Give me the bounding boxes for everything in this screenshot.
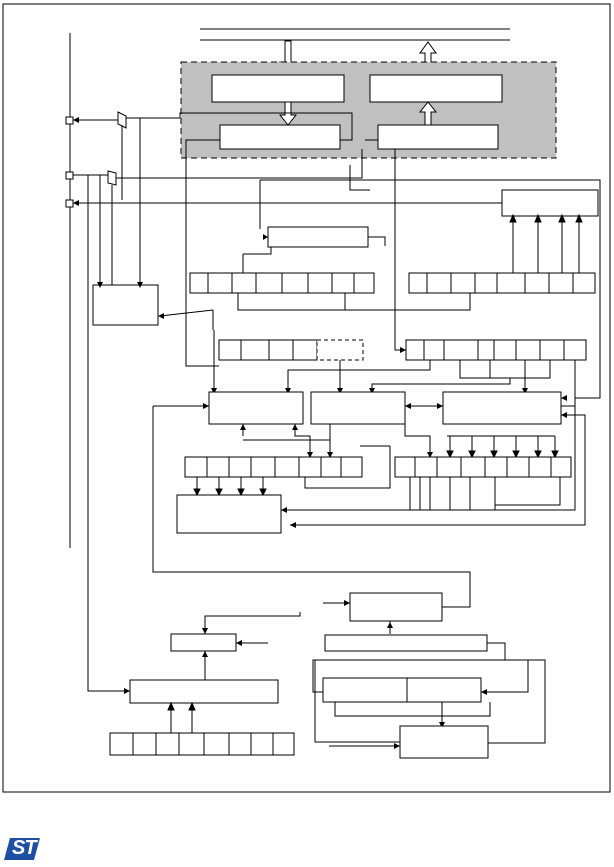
bottom-up-arrow <box>387 622 393 628</box>
register-row-2-left <box>218 339 364 361</box>
register-row-2-arrow <box>400 347 406 353</box>
pin-2 <box>65 171 74 180</box>
register-row-3-right <box>394 456 572 478</box>
counter-arrow <box>481 689 487 695</box>
core-arrow-up <box>418 101 438 126</box>
bottom-right-box <box>399 725 489 759</box>
register-row-bottom <box>109 732 295 756</box>
middle-box-right <box>442 391 562 425</box>
core-box-top-left <box>211 74 345 103</box>
register-row-2-links <box>213 330 551 390</box>
register-row-1-right <box>408 272 596 294</box>
middle-box-center <box>310 391 406 425</box>
bottom-upper-right-box <box>349 592 443 622</box>
left-down-arrow-1 <box>97 282 103 288</box>
core-box-top-right <box>369 74 503 103</box>
register-row-3-down-arrows <box>193 477 267 497</box>
counter-down-arrow <box>439 722 445 728</box>
register-row-1-links <box>159 293 471 330</box>
bottom-wide-box <box>324 634 488 652</box>
signal-lines <box>73 112 601 550</box>
core-box-bottom-left <box>219 124 341 150</box>
register-row-2-right <box>405 339 587 361</box>
middle-row-links <box>152 360 586 608</box>
middle-upper-arrow <box>263 234 268 240</box>
middle-upper-feedback <box>368 236 386 246</box>
pin-1 <box>65 116 74 125</box>
register-row-3-right-links <box>409 477 561 510</box>
bottom-right-input-arrow <box>394 743 400 749</box>
bottom-right-links <box>329 659 546 747</box>
counter-right <box>406 677 482 703</box>
middle-upper-link <box>243 247 272 255</box>
middle-right-down-arrows <box>446 436 559 459</box>
st-logo-text: ST <box>12 837 37 859</box>
bottom-left-arrow-up <box>202 651 208 657</box>
bottom-left-small-box <box>170 633 237 652</box>
middle-lower-arrowheads <box>240 424 433 458</box>
register-row-3-left <box>184 456 363 478</box>
outer-frame <box>2 3 611 793</box>
bottom-left-links <box>87 550 301 692</box>
bottom-left-arrow-in <box>236 640 242 646</box>
middle-box-left <box>208 391 304 425</box>
pin-logic <box>107 111 127 186</box>
st-logo-icon <box>4 838 40 860</box>
register-row-1-left <box>189 272 375 294</box>
left-control-arrow <box>158 313 164 319</box>
middle-lower-links <box>242 424 555 489</box>
bottom-left-arrow-right <box>124 688 130 694</box>
middle-upper-box <box>267 226 369 248</box>
bottom-left-arrow-down <box>202 628 208 634</box>
register-row-2-arrowheads <box>211 388 528 394</box>
lower-left-box <box>176 494 282 534</box>
pin-3 <box>65 199 74 208</box>
pin-1-arrow <box>73 117 79 123</box>
pin-3-arrow <box>73 200 79 206</box>
right-top-box <box>501 189 599 217</box>
left-control-box <box>92 284 159 326</box>
st-logo: ST <box>4 836 42 862</box>
bottom-input-arrow <box>344 600 350 606</box>
left-down-arrow-2 <box>137 282 143 288</box>
bottom-left-up-arrows <box>167 701 196 733</box>
lower-left-box-arrow <box>281 507 287 513</box>
core-box-bottom-right <box>377 124 499 150</box>
bottom-left-wide-box <box>129 679 279 704</box>
middle-row-arrowheads <box>203 395 567 528</box>
right-top-arrows <box>509 213 583 273</box>
counter-left <box>322 677 408 703</box>
